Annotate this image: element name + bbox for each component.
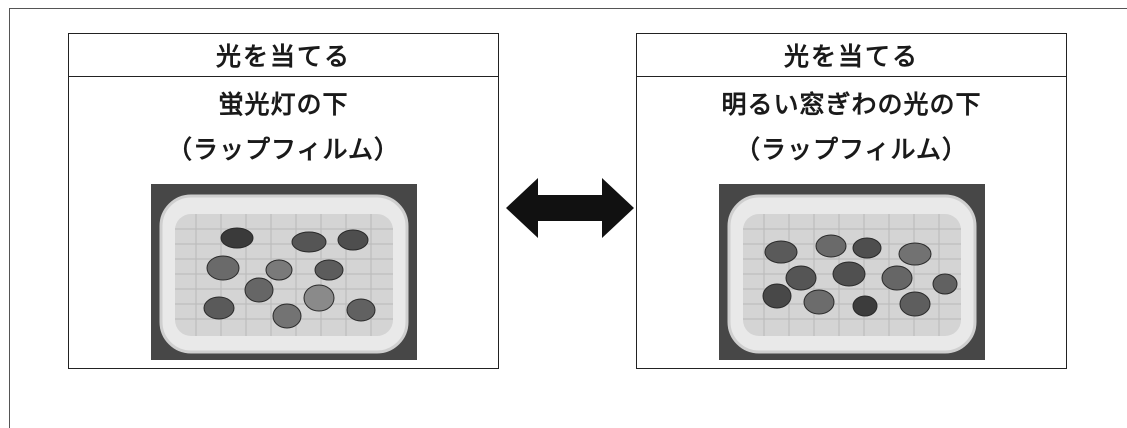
left-panel-header: 光を当てる bbox=[69, 34, 498, 77]
figure-frame bbox=[9, 8, 1127, 428]
right-panel-condition: 明るい窓ぎわの光の下 bbox=[721, 90, 982, 119]
clams-in-basket-photo-left bbox=[151, 184, 417, 360]
left-panel-condition: 蛍光灯の下 bbox=[218, 90, 349, 119]
right-clam-photo bbox=[719, 184, 985, 360]
right-panel-header: 光を当てる bbox=[637, 34, 1066, 77]
left-panel: 光を当てる 蛍光灯の下 （ラップフィルム） bbox=[68, 33, 499, 369]
double-headed-arrow-icon bbox=[506, 178, 634, 238]
left-clam-photo bbox=[151, 184, 417, 360]
left-panel-wrap-note: （ラップフィルム） bbox=[166, 135, 400, 164]
right-panel: 光を当てる 明るい窓ぎわの光の下 （ラップフィルム） bbox=[636, 33, 1067, 369]
clams-in-basket-photo-right bbox=[719, 184, 985, 360]
right-panel-wrap-note: （ラップフィルム） bbox=[734, 135, 968, 164]
